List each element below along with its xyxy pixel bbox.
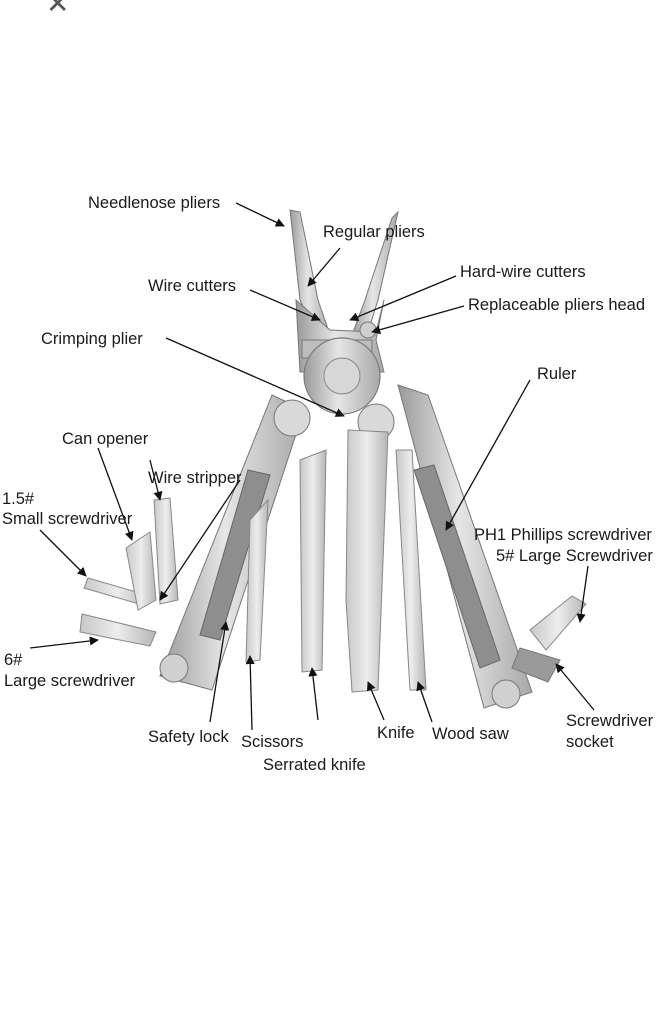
label-ruler: Ruler (537, 365, 577, 383)
label-phillips-screwdriver: PH1 Phillips screwdriver (474, 526, 652, 544)
right-tools (511, 595, 587, 683)
label-wire-cutters: Wire cutters (148, 277, 237, 295)
label-small-screwdriver-size: 1.5# (2, 490, 35, 508)
blades (245, 429, 427, 693)
serrated-knife-blade (299, 449, 327, 673)
label-can-opener: Can opener (62, 430, 149, 448)
pliers-jaws (289, 209, 399, 415)
label-large-screwdriver: Large screwdriver (4, 672, 136, 690)
label-knife: Knife (377, 724, 415, 742)
close-icon[interactable]: ✕ (46, 0, 70, 19)
label-large-screwdriver-5: 5# Large Screwdriver (496, 547, 653, 565)
knife-blade (345, 429, 389, 693)
label-screwdriver-socket-line1: Screwdriver (566, 712, 654, 730)
label-screwdriver-socket-line2: socket (566, 733, 614, 751)
label-small-screwdriver: Small screwdriver (2, 510, 133, 528)
label-serrated-knife: Serrated knife (263, 756, 366, 774)
label-scissors: Scissors (241, 733, 304, 751)
label-regular-pliers: Regular pliers (323, 223, 425, 241)
leader-lines (29, 202, 595, 731)
scissors-blade (245, 498, 269, 663)
label-safety-lock: Safety lock (148, 728, 229, 746)
wood-saw-blade (395, 449, 427, 691)
label-hard-wire-cutters: Hard-wire cutters (460, 263, 586, 281)
label-wood-saw: Wood saw (432, 725, 509, 743)
left-tools (79, 497, 179, 647)
label-replaceable-pliers-head: Replaceable pliers head (468, 296, 646, 314)
label-needlenose-pliers: Needlenose pliers (88, 194, 221, 212)
left-handle (159, 394, 311, 691)
label-crimping-plier: Crimping plier (41, 330, 143, 348)
label-wire-stripper: Wire stripper (148, 469, 242, 487)
label-large-screwdriver-size: 6# (4, 651, 23, 669)
